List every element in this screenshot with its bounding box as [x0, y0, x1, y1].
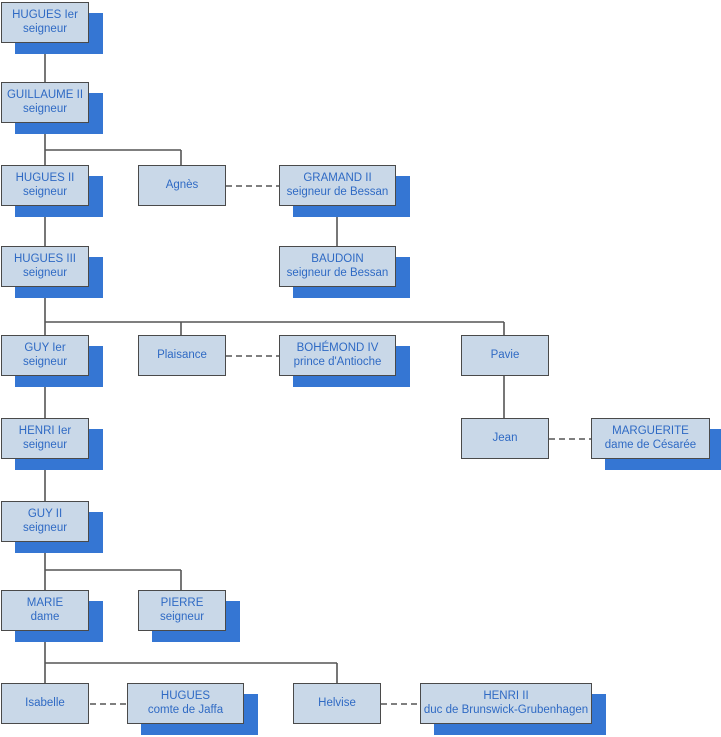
person-title: seigneur: [22, 185, 68, 198]
person-name: HUGUES II: [15, 171, 75, 184]
person-name: HUGUES III: [14, 252, 76, 265]
person-node-isabelle[interactable]: Isabelle: [1, 683, 89, 724]
person-title: seigneur: [22, 266, 68, 279]
person-name: Jean: [492, 431, 518, 444]
person-name: GUY Ier: [24, 341, 66, 354]
descent-edge-hugues3-to-guy1: [44, 287, 505, 335]
person-title: seigneur: [159, 610, 205, 623]
person-name: MARIE: [26, 596, 64, 609]
person-name: HUGUES: [160, 689, 211, 702]
person-title: seigneur: [22, 22, 68, 35]
person-title: seigneur: [22, 355, 68, 368]
person-title: comte de Jaffa: [147, 703, 224, 716]
person-title: dame: [30, 610, 60, 623]
person-title: seigneur: [22, 438, 68, 451]
person-name: GUILLAUME II: [6, 88, 84, 101]
person-name: MARGUERITE: [612, 424, 689, 437]
person-name: PIERRE: [160, 596, 204, 609]
person-name: BAUDOIN: [311, 252, 364, 265]
person-name: HUGUES Ier: [12, 8, 78, 21]
person-name: HENRI Ier: [18, 424, 72, 437]
person-name: Agnès: [165, 178, 199, 191]
person-title: seigneur: [22, 521, 68, 534]
person-title: seigneur de Bessan: [286, 185, 389, 198]
person-name: Pavie: [490, 348, 520, 361]
person-name: BOHÉMOND IV: [296, 341, 379, 354]
person-node-pavie[interactable]: Pavie: [461, 335, 549, 376]
person-title: seigneur de Bessan: [286, 266, 389, 279]
person-name: GRAMAND II: [303, 171, 372, 184]
person-node-helvise[interactable]: Helvise: [293, 683, 381, 724]
person-name: Isabelle: [25, 696, 65, 709]
person-name: Plaisance: [157, 348, 207, 361]
person-title: dame de Césarée: [604, 438, 697, 451]
person-node-jean[interactable]: Jean: [461, 418, 549, 459]
person-name: GUY II: [27, 507, 63, 520]
person-node-plaisance[interactable]: Plaisance: [138, 335, 226, 376]
person-name: HENRI II: [483, 689, 529, 702]
person-title: seigneur: [22, 102, 68, 115]
person-title: duc de Brunswick-Grubenhagen: [423, 703, 589, 716]
person-name: Helvise: [318, 696, 356, 709]
person-node-agnes[interactable]: Agnès: [138, 165, 226, 206]
person-title: prince d'Antioche: [293, 355, 382, 368]
